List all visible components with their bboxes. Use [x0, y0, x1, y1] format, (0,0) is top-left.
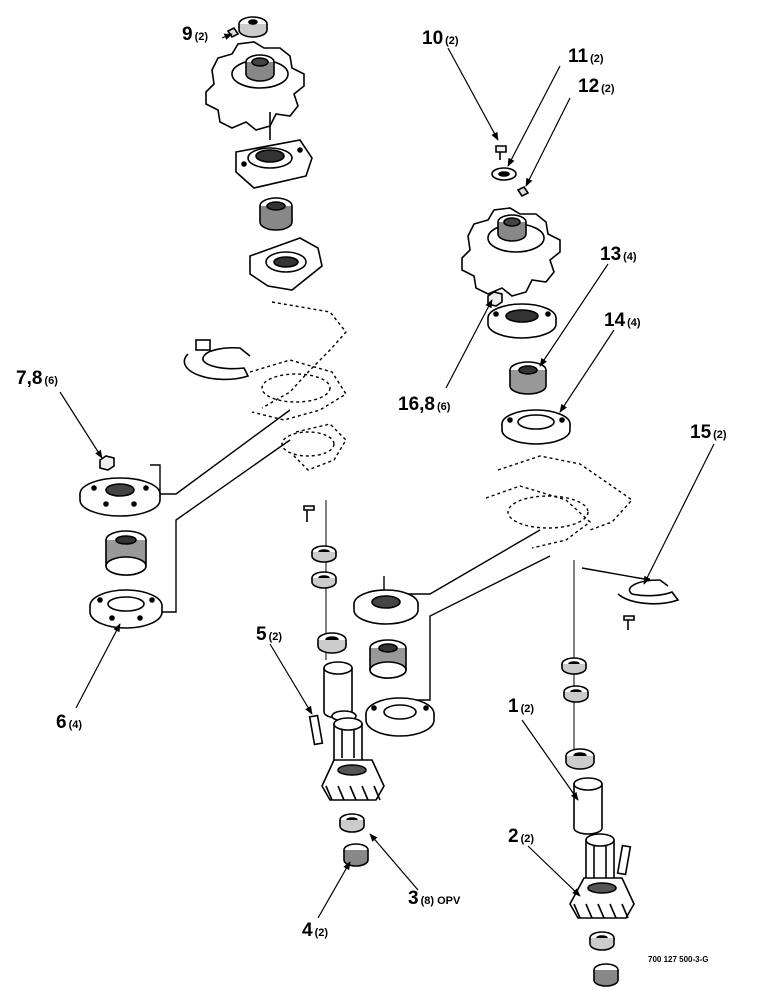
leader-11 — [507, 65, 561, 167]
callout-6: 6(4) — [56, 712, 82, 733]
right-bottom-washer — [589, 931, 615, 951]
callout-12: 12(2) — [578, 76, 615, 97]
left-flange-lower — [249, 237, 323, 291]
right-frame-dotted — [485, 455, 634, 549]
callout-3: 3(8) OPV — [408, 888, 461, 909]
callout-15: 15(2) — [690, 422, 727, 443]
leader-4 — [317, 861, 351, 919]
left-bearing-upper — [259, 197, 293, 231]
left-side-flange-bottom — [89, 589, 163, 629]
callout-4: 4(2) — [302, 920, 328, 941]
callout-7-8: 7,8(6) — [16, 368, 58, 389]
callout-11: 11(2) — [568, 46, 604, 67]
left-offset-lines — [130, 409, 291, 613]
right-washer-a — [561, 657, 587, 675]
right-assembly — [353, 145, 680, 987]
left-key-pin — [308, 714, 324, 746]
left-flange-upper — [235, 139, 313, 189]
right-bearing — [509, 361, 547, 395]
right-washer-top — [491, 167, 517, 181]
right-bevel-gear — [569, 877, 635, 919]
left-side-flange-top — [79, 477, 161, 517]
left-assembly — [79, 16, 385, 867]
leader-6 — [75, 623, 121, 709]
leader-10 — [447, 47, 499, 141]
left-side-bearing — [105, 530, 147, 576]
callout-9: 9(2) — [182, 24, 208, 45]
left-frame-dotted — [249, 301, 347, 471]
leader-arrows — [59, 33, 715, 919]
callout-10: 10(2) — [422, 28, 459, 49]
right-sleeve-upper — [573, 777, 603, 835]
leader-1 — [521, 719, 579, 801]
right-offset-lines — [383, 529, 651, 701]
right-side-flange-bottom — [365, 697, 435, 737]
leader-12 — [525, 97, 571, 187]
right-key-pin — [616, 844, 632, 876]
left-bottom-collar — [343, 843, 369, 867]
leader-13 — [539, 263, 609, 367]
right-key — [516, 185, 530, 198]
right-washer-b — [563, 685, 589, 703]
leader-3 — [369, 833, 419, 891]
left-side-nut — [99, 455, 115, 471]
callout-16-8: 16,8(6) — [398, 394, 451, 415]
right-sprocket — [461, 207, 561, 297]
right-washer-c — [565, 748, 595, 770]
left-small-bolt — [303, 505, 315, 522]
right-clip — [617, 579, 680, 630]
left-bottom-washer — [339, 813, 365, 833]
callout-5: 5(2) — [256, 624, 282, 645]
right-bolt — [495, 145, 507, 160]
left-bevel-gear — [321, 759, 385, 801]
left-sprocket — [205, 41, 305, 131]
leader-9 — [221, 33, 233, 40]
left-clip-upper — [183, 346, 251, 381]
leader-14 — [559, 329, 615, 413]
right-side-bearing — [369, 639, 407, 679]
left-washer-a — [311, 545, 337, 563]
callout-1: 1(2) — [508, 696, 534, 717]
leader-7-8 — [59, 391, 103, 459]
leader-16-8 — [445, 299, 493, 389]
leader-15 — [643, 443, 715, 585]
callout-14: 14(4) — [604, 310, 641, 331]
right-bottom-collar — [593, 963, 619, 987]
callout-2: 2(2) — [508, 826, 534, 847]
left-washer-c — [317, 632, 347, 654]
left-washer-b — [311, 571, 337, 589]
callout-labels: 9(2) 10(2) 11(2) 12(2) 13(4) 14(4) 15(2)… — [16, 24, 727, 964]
figure-code: 700 127 500-3-G — [648, 955, 709, 964]
leader-2 — [527, 845, 581, 897]
left-top-washer — [238, 16, 268, 38]
left-sleeve-lower — [333, 717, 363, 767]
left-sleeve-upper — [323, 661, 357, 722]
right-flange-lower — [501, 409, 571, 445]
callout-13: 13(4) — [600, 244, 637, 265]
right-flange-upper — [487, 303, 557, 339]
left-key — [226, 26, 240, 39]
right-side-flange-top — [353, 589, 419, 625]
leader-5 — [269, 643, 313, 715]
